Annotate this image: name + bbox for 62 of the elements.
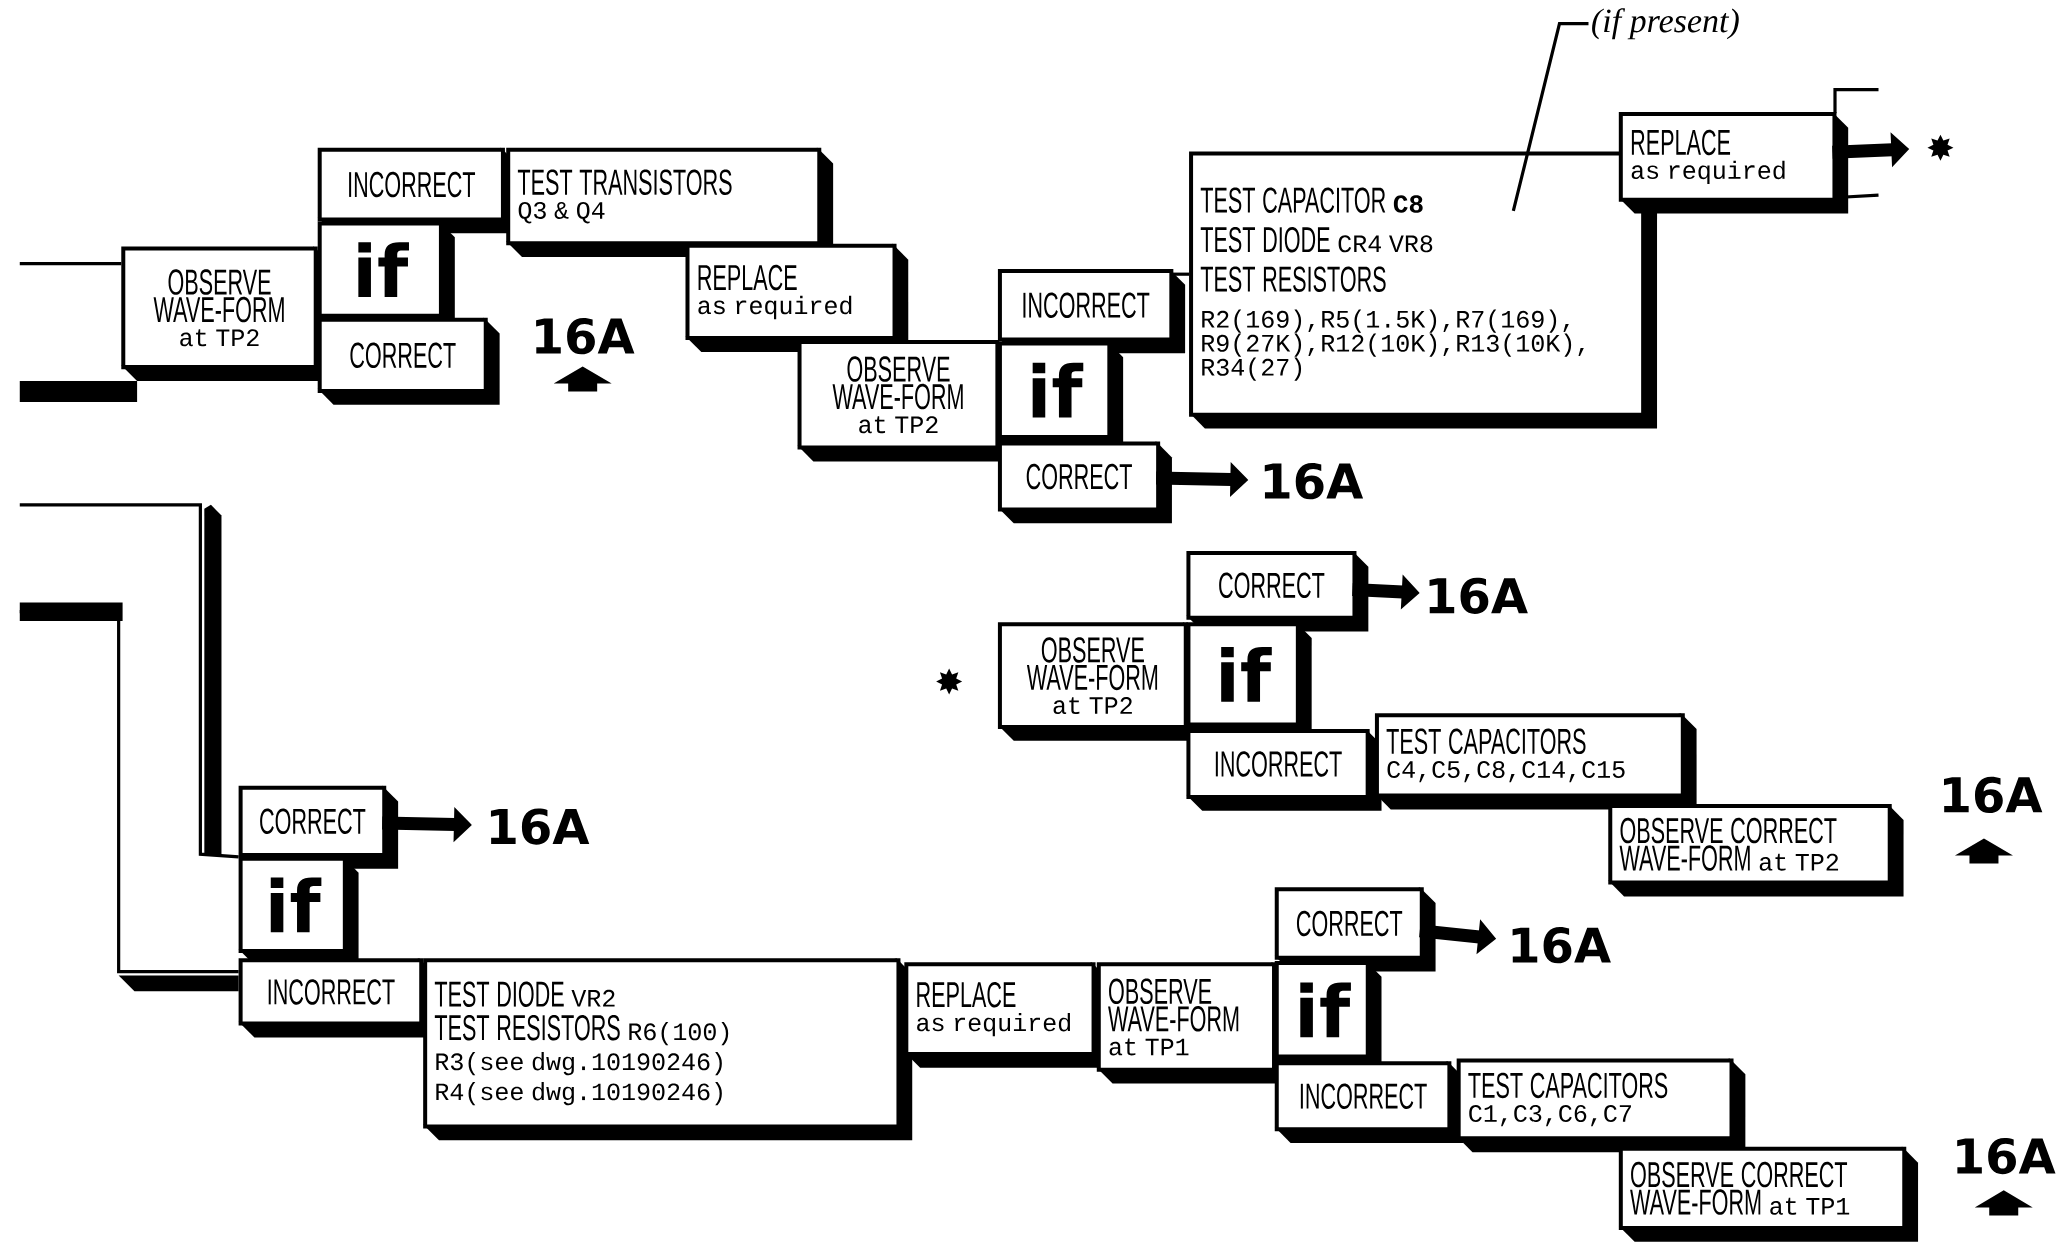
reference-text: 16A (1944, 776, 2043, 814)
outcome-box: CORRECT (1274, 887, 1436, 972)
reference-text: 16A (1429, 577, 1528, 615)
node-label: TEST CAPACITORS (1386, 728, 1586, 755)
node-label: TEST TRANSISTORS (517, 169, 732, 196)
outcome-box: INCORRECT (997, 269, 1186, 354)
node-label: INCORRECT (1300, 1083, 1427, 1110)
decision-box: if (238, 857, 359, 966)
outcome-box: CORRECT (317, 317, 500, 405)
node-label: INCORRECT (1215, 751, 1342, 777)
node-label: C1,C3,C6,C7 (1469, 1105, 1631, 1127)
node-label: TEST CAPACITORS (1468, 1072, 1668, 1099)
outcome-box: CORRECT (997, 441, 1172, 524)
step-box: REPLACE as required (1618, 112, 1849, 214)
outcome-box: CORRECT (238, 785, 399, 869)
node-label: as required (917, 1013, 1070, 1037)
asterisk-symbol (1927, 134, 1954, 161)
outcome-box: CORRECT (1186, 551, 1369, 632)
step-box: TEST CAPACITORS C4,C5,C8,C14,C15 (1374, 713, 1697, 810)
step-box: OBSERVE WAVE-FORM at TP2 (797, 340, 1012, 462)
step-box: OBSERVE CORRECT WAVE-FORM at TP1 (1618, 1147, 1919, 1242)
step-box: REPLACE as required (904, 962, 1108, 1068)
note-text: (if present) (1592, 8, 1739, 40)
outcome-box: INCORRECT (317, 147, 517, 234)
node-label: OBSERVE WAVE-FORM (1108, 978, 1239, 1032)
outcome-box: INCORRECT (1274, 1061, 1464, 1144)
step-box: OBSERVE CORRECT WAVE-FORM at TP2 (1608, 804, 1904, 897)
node-label: Q3 & Q4 (518, 202, 605, 224)
flow-line (1511, 22, 1589, 212)
reference-text: 16A (1957, 1138, 2056, 1175)
reference-text: 16A (536, 318, 635, 355)
outcome-box: INCORRECT (238, 958, 436, 1038)
asterisk-symbol (936, 668, 963, 695)
step-box: OBSERVE WAVE-FORM at TP1 (1096, 962, 1288, 1084)
node-label: INCORRECT (268, 979, 395, 1005)
decision-box: if (997, 341, 1124, 451)
reference-text: 16A (1512, 927, 1611, 964)
step-box: OBSERVE WAVE-FORM at TP2 (121, 246, 330, 382)
node-label: C4,C5,C8,C14,C15 (1387, 761, 1625, 783)
decision-box: if (1186, 622, 1312, 739)
node-label: CORRECT (1026, 464, 1132, 490)
node-label: if (358, 242, 409, 298)
node-label: INCORRECT (349, 171, 476, 198)
node-label: REPLACE (917, 982, 1016, 1008)
node-label: if (1221, 647, 1272, 702)
node-label: if (1032, 363, 1084, 418)
node-label: if (1300, 982, 1351, 1038)
reference-text: 16A (1264, 463, 1364, 500)
flow-line (19, 610, 239, 974)
node-label: CORRECT (350, 342, 456, 369)
step-box: REPLACE as required (685, 244, 909, 353)
decision-box: if (317, 221, 455, 330)
node-label: OBSERVE WAVE-FORM (832, 356, 963, 410)
decision-box: if (1274, 961, 1382, 1071)
step-box: OBSERVE WAVE-FORM at TP2 (997, 622, 1200, 741)
node-label: if (270, 877, 322, 933)
node-label: at TP2 (859, 416, 938, 434)
outcome-box: INCORRECT (1186, 729, 1382, 811)
node-label: at TP1 (1109, 1038, 1189, 1056)
flow-line (19, 503, 239, 859)
reference-text: 16A (490, 808, 590, 845)
step-box: TEST CAPACITORS C1,C3,C6,C7 (1456, 1058, 1746, 1153)
